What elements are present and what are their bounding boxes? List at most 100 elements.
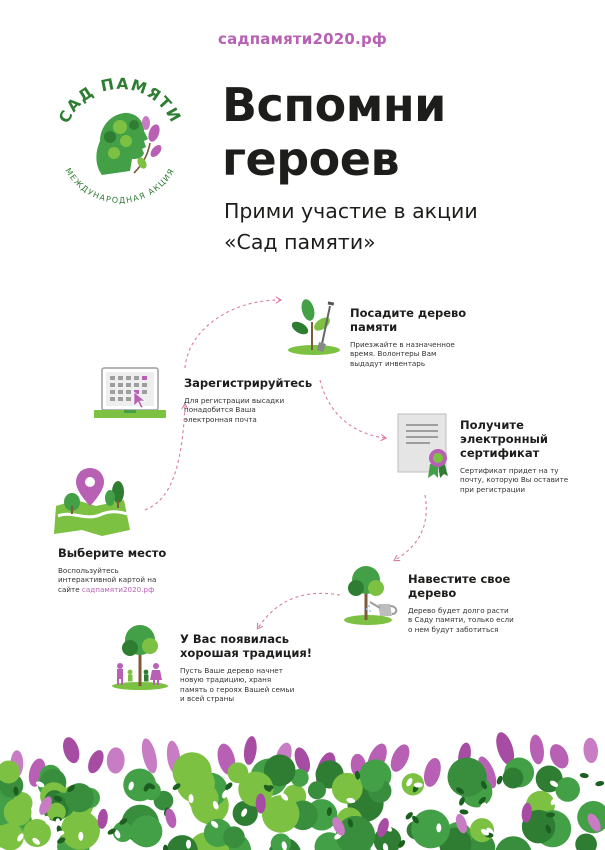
arrow-visit-to-tradition xyxy=(258,592,341,628)
bush-leaf xyxy=(130,815,163,848)
leaf-detail xyxy=(456,787,464,795)
leaf-detail xyxy=(156,775,164,783)
bush-leaf xyxy=(270,833,292,850)
leaf-detail xyxy=(72,771,78,781)
leaf-detail xyxy=(595,781,605,787)
leaf-detail xyxy=(53,795,63,802)
leaf-detail xyxy=(479,802,487,811)
leaf-detail xyxy=(212,801,219,810)
arrow-register-to-plant xyxy=(184,300,280,369)
bush-leaf xyxy=(261,795,300,833)
bush-leaf xyxy=(223,826,245,849)
leaf-detail xyxy=(486,827,494,835)
leaf-detail xyxy=(496,775,503,785)
bush-leaf xyxy=(575,833,597,850)
certificate-icon xyxy=(397,413,448,478)
step-certificate-text: Сертификат придет на ту почту, которую В… xyxy=(460,466,569,494)
step-visit-text: Дерево будет долго расти в Саду памяти, … xyxy=(408,606,514,634)
step-choose-title: Выберите место xyxy=(58,546,167,560)
lilac-flower xyxy=(377,818,389,838)
leaf-detail xyxy=(36,781,45,788)
bush-leaf xyxy=(335,815,376,850)
leaf-detail xyxy=(163,844,169,850)
step-register-text: Для регистрации высадки понадобится Ваша… xyxy=(184,396,285,424)
leaf-detail xyxy=(494,803,502,811)
leaf-detail xyxy=(545,824,552,834)
leaf-detail xyxy=(579,773,589,779)
leaf-detail xyxy=(255,840,265,846)
lilac-flower xyxy=(549,744,569,769)
lilac-flower xyxy=(63,737,80,764)
leaf-detail xyxy=(55,830,65,837)
lilac-flower xyxy=(332,817,345,836)
bush-leaf xyxy=(263,754,296,787)
bush-leaf xyxy=(411,809,451,849)
leaf-detail xyxy=(210,820,219,829)
bush-leaf xyxy=(331,772,363,804)
step-plant-text: Приезжайте в назначенное время. Волонтер… xyxy=(350,340,455,368)
arrow-certificate-to-visit xyxy=(395,494,427,560)
leaf-detail xyxy=(185,839,191,849)
leaf-detail xyxy=(347,818,354,828)
lilac-flower xyxy=(478,756,497,789)
step-plant-tree: Посадите дерево памяти Приезжайте в назн… xyxy=(350,306,470,368)
bush-leaf xyxy=(3,798,32,827)
leaf-detail xyxy=(78,831,84,841)
leaf-detail xyxy=(107,828,116,835)
bush-leaf xyxy=(47,802,66,822)
leaf-detail xyxy=(222,790,229,799)
leaf-detail xyxy=(115,795,122,805)
bush-leaf xyxy=(0,823,24,850)
leaf-detail xyxy=(97,786,106,792)
step-tradition: У Вас появилась хорошая традиция! Пусть … xyxy=(180,632,320,704)
site-link[interactable]: садпамяти2020.рф xyxy=(81,584,155,594)
leaf-detail xyxy=(114,829,121,839)
leaf-detail xyxy=(32,837,41,845)
lilac-flower xyxy=(529,734,544,765)
lilac-flower xyxy=(496,732,515,765)
bush-leaf xyxy=(188,783,219,814)
leaf-detail xyxy=(281,841,287,850)
sapling-shovel-icon xyxy=(288,299,340,355)
leaf-detail xyxy=(326,807,332,817)
sad-pamyati-logo: САД ПАМЯТИ МЕЖДУНАРОДНАЯ АКЦИЯ xyxy=(55,75,183,205)
page-subtitle: Прими участие в акции «Сад памяти» xyxy=(224,199,478,254)
leaf-detail xyxy=(398,840,406,848)
leaf-detail xyxy=(128,781,134,791)
leaf-detail xyxy=(412,815,419,824)
leaf-detail xyxy=(17,833,24,842)
lilac-flower xyxy=(243,736,257,765)
bush-leaf xyxy=(447,757,487,797)
leaf-detail xyxy=(480,828,489,836)
lilac-flower xyxy=(423,757,441,787)
laptop-calendar-icon xyxy=(94,367,166,418)
lilac-flower xyxy=(455,813,468,834)
profile-tree-icon xyxy=(96,112,162,175)
leaf-detail xyxy=(241,808,248,817)
leaf-detail xyxy=(67,784,75,792)
leaf-detail xyxy=(146,783,156,790)
page-title: Вспомни героев xyxy=(222,78,446,186)
leaf-detail xyxy=(406,778,413,787)
site-url[interactable]: садпамяти2020.рф xyxy=(218,30,387,48)
lilac-flower xyxy=(97,808,108,829)
lilac-flower xyxy=(583,737,598,764)
leaf-detail xyxy=(57,837,66,844)
lilac-flower xyxy=(587,813,601,832)
leaf-detail xyxy=(44,815,51,825)
bush-leaf xyxy=(555,777,580,802)
leaf-detail xyxy=(172,783,181,791)
leaf-detail xyxy=(549,780,559,787)
leaf-detail xyxy=(546,812,556,818)
step-choose-text: Воспользуйтесь интерактивной картой на с… xyxy=(58,566,157,594)
bush-leaf xyxy=(0,760,21,784)
arrow-plant-to-certificate xyxy=(319,379,385,438)
leaf-detail xyxy=(436,823,442,833)
lilac-flower xyxy=(165,808,177,829)
step-certificate-title: Получите электронный сертификат xyxy=(460,418,548,460)
bush-leaf xyxy=(401,773,425,796)
lilac-flower xyxy=(294,747,311,774)
leaf-detail xyxy=(119,818,128,825)
bush-leaf xyxy=(123,768,157,802)
